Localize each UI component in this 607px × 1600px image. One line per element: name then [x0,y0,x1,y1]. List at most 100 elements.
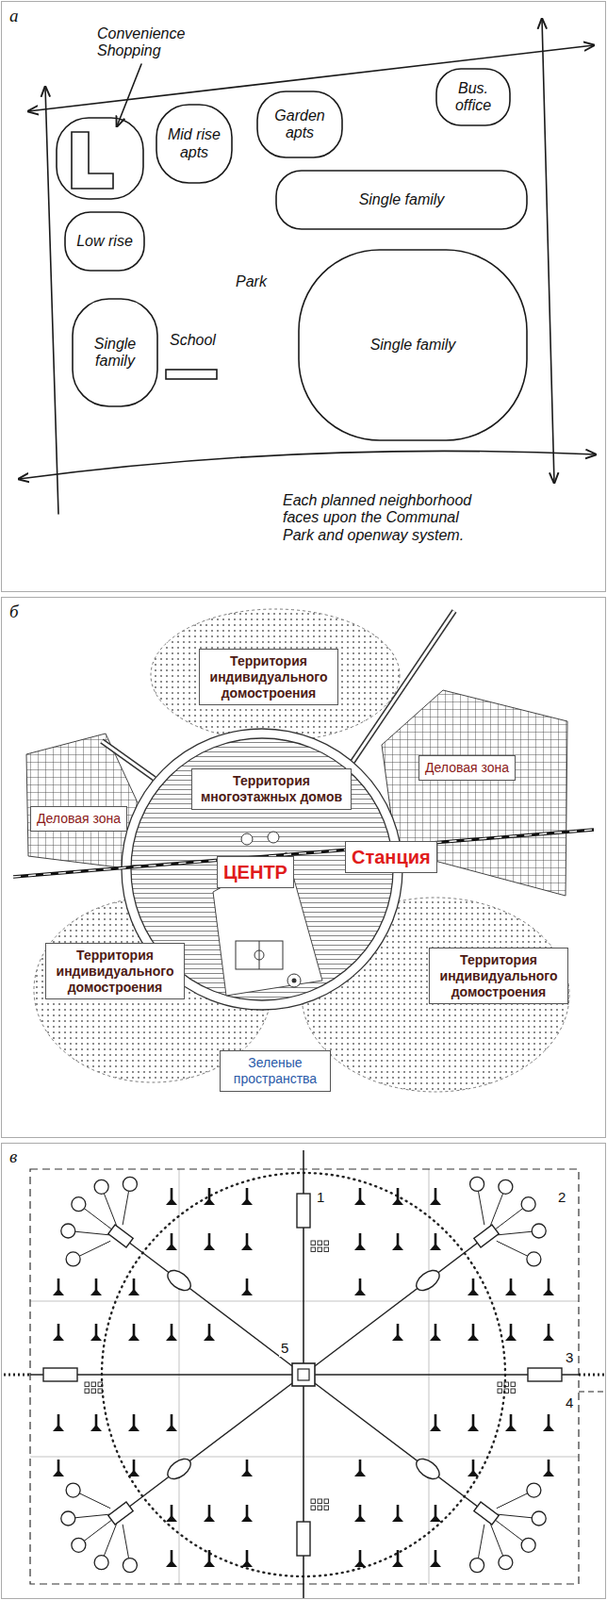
panel-letter: а [9,5,19,27]
house-symbol [467,1288,479,1296]
house-symbol [90,1288,102,1296]
small-block [317,1505,323,1510]
branch-line [75,1513,110,1518]
house-symbol [467,1333,479,1341]
station-block [108,1501,133,1525]
small-block [84,1381,90,1387]
centre-area [213,852,323,996]
small-block [311,1505,316,1510]
small-block [324,1505,329,1510]
node-text: Single family [359,191,445,209]
node-text: Зеленые пространства [226,1054,325,1087]
node-text: Bus. office [444,80,502,115]
housing-area [150,608,400,741]
branch-line [495,1519,524,1541]
callout-number: 1 [314,1189,327,1206]
small-block [317,1498,323,1504]
settlement-circle [122,1176,137,1191]
station-block [474,1501,499,1525]
generated-symbols [52,1176,555,1572]
house-symbol [165,1559,178,1567]
house-symbol [128,1333,140,1341]
small-block [91,1381,97,1387]
zone-blob: Single family [297,248,528,442]
station-oval [412,1265,443,1295]
school-building [165,369,217,379]
settlement-circle [470,1558,485,1573]
house-symbol [165,1424,178,1431]
pointer-arrow [116,64,142,127]
house-symbol [165,1243,178,1250]
house-symbol [392,1559,404,1567]
zone-label-box: Территория индивидуального домостроения [45,942,185,1000]
callout-number: 5 [278,1340,291,1357]
road-line [18,450,596,479]
zone-blob: Garden apts [256,90,344,159]
station-block [108,1224,133,1247]
sports-field [259,940,261,969]
node-text: Mid rise apts [164,126,224,162]
house-symbol [505,1288,517,1296]
station-oval [164,1454,195,1483]
road-line [541,18,555,483]
house-symbol [467,1469,479,1477]
zone-label-box: Зеленые пространства [219,1049,331,1092]
small-block [91,1388,97,1394]
house-symbol [90,1424,102,1431]
blob-outline [298,249,527,441]
boundary-line [578,1390,606,1392]
node-text: ЦЕНТР [223,860,288,884]
blob-outline [156,104,232,183]
node-text: Территория индивидуального домостроения [205,653,332,701]
node-text: Single family [81,335,149,371]
branch-line [490,1523,503,1556]
house-symbol [467,1424,479,1431]
blob-outline [436,68,510,126]
house-symbol [354,1559,366,1567]
town-plan [13,608,594,1092]
branch-line [122,1524,129,1559]
area-label: School [169,331,216,349]
node-text: Станция [351,845,431,869]
small-block [324,1246,329,1252]
panel-frame [1,597,607,1138]
settlement-circle [521,1537,536,1552]
house-symbol [241,1197,253,1205]
branch-line [490,1193,503,1226]
house-symbol [542,1469,555,1477]
house-symbol [241,1243,253,1250]
panel-letter: б [9,601,19,623]
small-block [317,1240,323,1246]
centre-square [292,1362,315,1386]
station-label-box: Станция [344,840,438,873]
house-symbol [429,1333,442,1341]
small-block [311,1498,316,1504]
zone-blob: Single family [275,169,528,230]
small-block [84,1388,90,1394]
zone-blob: Mid rise apts [155,103,233,184]
road-line [352,610,455,762]
house-symbol [354,1243,366,1250]
small-block [98,1381,103,1387]
blob-outline [72,298,158,407]
settlement-circle [531,1223,546,1238]
map-symbol [292,978,297,984]
branch-line [75,1230,110,1235]
railway-line [13,829,594,877]
settlement-circle [71,1537,86,1552]
station-block [474,1224,499,1247]
small-block [317,1246,323,1252]
house-symbol [542,1333,555,1341]
zone-label-box: Деловая зона [418,754,516,781]
settlement-circle [65,1482,81,1497]
small-block [497,1381,503,1387]
house-symbol [429,1514,442,1522]
small-block [510,1381,516,1387]
railway-line [13,829,594,877]
house-symbol [392,1333,404,1341]
settlement-circle [94,1179,109,1194]
settlement-circle [526,1482,542,1497]
house-symbol [241,1559,253,1567]
shopping-blob [56,117,144,199]
house-symbol [542,1424,555,1431]
